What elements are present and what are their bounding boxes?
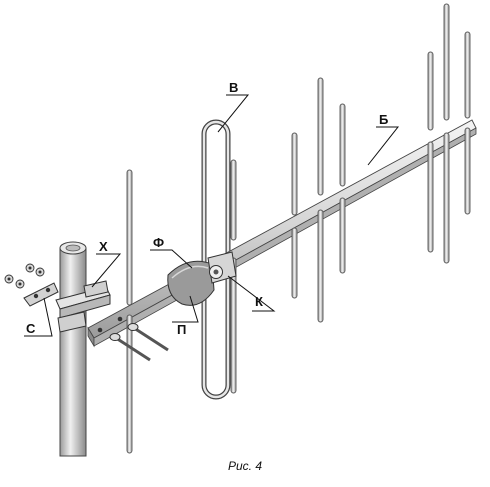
- mast-pipe: [59, 241, 87, 457]
- label-k: К: [255, 294, 263, 309]
- nut-icon: [4, 263, 45, 289]
- matching-plate: [167, 260, 215, 306]
- label-b: Б: [379, 112, 388, 127]
- figure-caption: Рис. 4: [228, 459, 262, 473]
- leader-lines: [24, 94, 400, 337]
- dipole-clamp: [207, 251, 237, 284]
- label-f: Ф: [153, 235, 164, 250]
- director-elements: [126, 3, 471, 306]
- label-x: Х: [99, 239, 108, 254]
- mast-bracket: [55, 280, 111, 333]
- label-p: П: [177, 322, 186, 337]
- director-elements-front: [126, 127, 471, 454]
- label-v: В: [229, 80, 238, 95]
- boom: [87, 119, 477, 348]
- mounting-bolts: [109, 323, 169, 362]
- label-c: С: [26, 321, 36, 336]
- mast-clamp-parts: [4, 263, 59, 307]
